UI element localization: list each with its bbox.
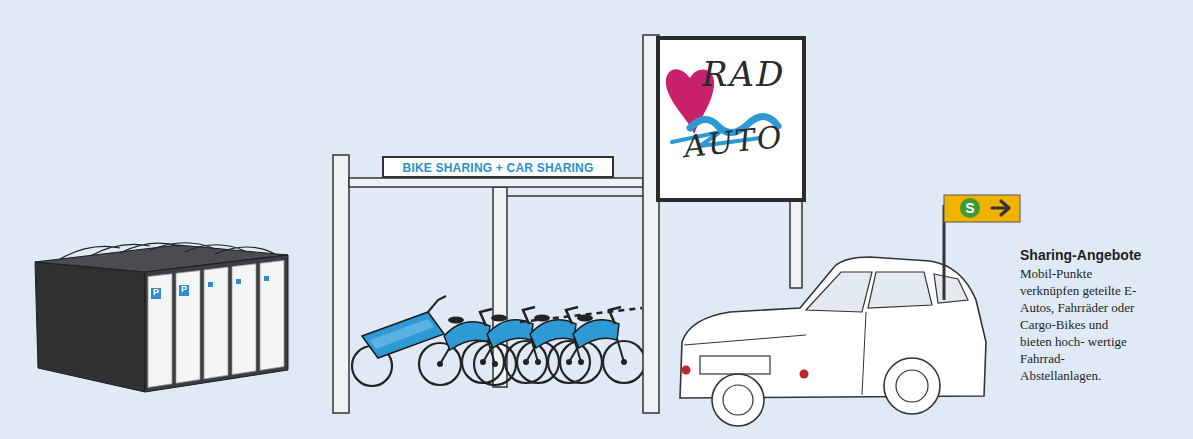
- cargo-box: [362, 312, 444, 358]
- locker-door: [232, 264, 256, 375]
- car-hood-line: [684, 335, 806, 345]
- sbahn-sign: [944, 195, 1020, 300]
- frame-beam: [349, 178, 643, 187]
- direction-arrow: [992, 201, 1009, 215]
- frame-beam: [507, 195, 643, 197]
- sbahn-sign-box: S: [944, 195, 1020, 222]
- node-text: S: [960, 198, 980, 218]
- car-window: [934, 274, 968, 303]
- car-wheel: [884, 358, 940, 414]
- locker-front: [145, 255, 288, 392]
- locker-door: [204, 267, 228, 379]
- sign-plate: [944, 195, 1020, 222]
- locker-door: [260, 260, 284, 370]
- hubcap: [723, 385, 753, 415]
- billboard: [658, 38, 804, 200]
- bike-row: [352, 296, 645, 386]
- tail-light: [800, 370, 809, 379]
- parking-letter: P: [179, 284, 189, 294]
- parking-badge: [151, 288, 161, 299]
- parking-badge: [179, 285, 189, 296]
- node-text: AUTO: [682, 119, 785, 164]
- node-text: BIKE SHARING + CAR SHARING: [384, 161, 612, 175]
- car-door-line: [862, 312, 866, 395]
- bike-locker: [35, 243, 288, 392]
- locker-door: [176, 271, 200, 384]
- caption-body: Mobil-Punkte verknüpfen geteilte E-Autos…: [1020, 265, 1142, 384]
- lock-cable: [520, 308, 642, 322]
- sign-box: BIKE SHARING + CAR SHARING: [382, 156, 614, 178]
- tail-light: [682, 366, 691, 375]
- car: [680, 257, 986, 426]
- car-window: [868, 272, 932, 308]
- locker-door: [148, 274, 172, 388]
- frame-pole: [333, 155, 349, 413]
- parking-badge: [236, 279, 241, 284]
- hubcap: [896, 370, 928, 402]
- handlebar: [428, 296, 446, 312]
- parking-badge: [264, 276, 269, 281]
- cargo-box-stripe: [370, 319, 434, 349]
- bike-symbol: [548, 307, 645, 383]
- caption-heading: Sharing-Angebote: [1020, 247, 1141, 263]
- car-window: [806, 272, 872, 312]
- billboard-box: RAD AUTO: [662, 42, 800, 196]
- parking-badge: [208, 282, 213, 287]
- locker-side: [35, 262, 145, 392]
- car-wheel: [712, 374, 764, 426]
- locker-roof-arcs: [60, 243, 275, 259]
- billboard-post: [790, 198, 802, 288]
- node-text: RAD: [702, 54, 785, 94]
- licence-plate: [700, 356, 770, 374]
- parking-letter: P: [151, 287, 161, 297]
- station-frame: [333, 35, 804, 413]
